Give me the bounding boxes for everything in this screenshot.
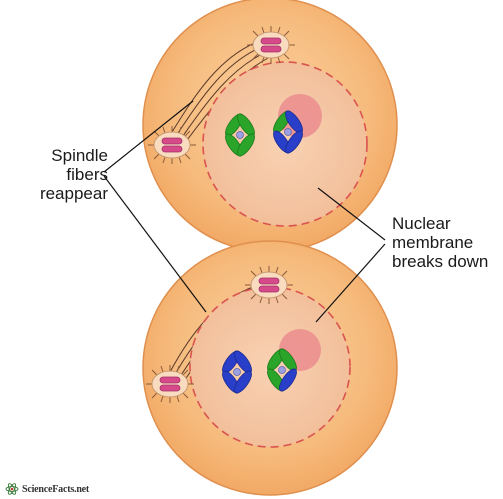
label-line: Spindle xyxy=(51,146,108,165)
leader-line-nuclear-top xyxy=(317,187,386,241)
cell-bottom xyxy=(142,240,398,496)
chromosome-blue xyxy=(222,350,252,394)
centriole xyxy=(258,285,280,293)
centriole xyxy=(258,277,280,285)
centriole xyxy=(159,376,181,384)
leader-lines xyxy=(103,100,386,323)
centriole xyxy=(161,145,183,153)
label-line: Nuclear xyxy=(392,214,451,233)
atom-logo-icon xyxy=(5,483,19,495)
label-line: breaks down xyxy=(392,252,489,271)
brand-name: ScienceFacts.net xyxy=(22,483,90,495)
centrosome xyxy=(148,126,196,164)
centriole xyxy=(159,384,181,392)
nuclear-membrane-label: Nuclear membrane breaks down xyxy=(392,214,502,271)
chromosome-green-blue xyxy=(267,348,297,392)
nucleolus xyxy=(278,94,322,138)
label-line: fibers xyxy=(66,165,108,184)
brand-watermark: ScienceFacts.net xyxy=(5,482,89,496)
centriole xyxy=(161,137,183,145)
chromosome-green xyxy=(225,113,255,157)
label-line: reappear xyxy=(39,184,108,203)
spindle-fibers-label: Spindle fibers reappear xyxy=(8,146,108,203)
leader-line-spindle-top xyxy=(103,100,194,173)
cell-top xyxy=(142,0,398,253)
centriole xyxy=(260,45,282,53)
leader-line-spindle-bottom xyxy=(103,175,207,313)
leader-line-nuclear-bottom xyxy=(315,243,386,323)
centriole xyxy=(260,37,282,45)
centrosome xyxy=(247,26,295,64)
centrosome xyxy=(146,365,194,403)
chromosome-blue-green xyxy=(273,110,303,154)
centrosome xyxy=(245,266,293,304)
label-line: membrane xyxy=(392,233,474,252)
